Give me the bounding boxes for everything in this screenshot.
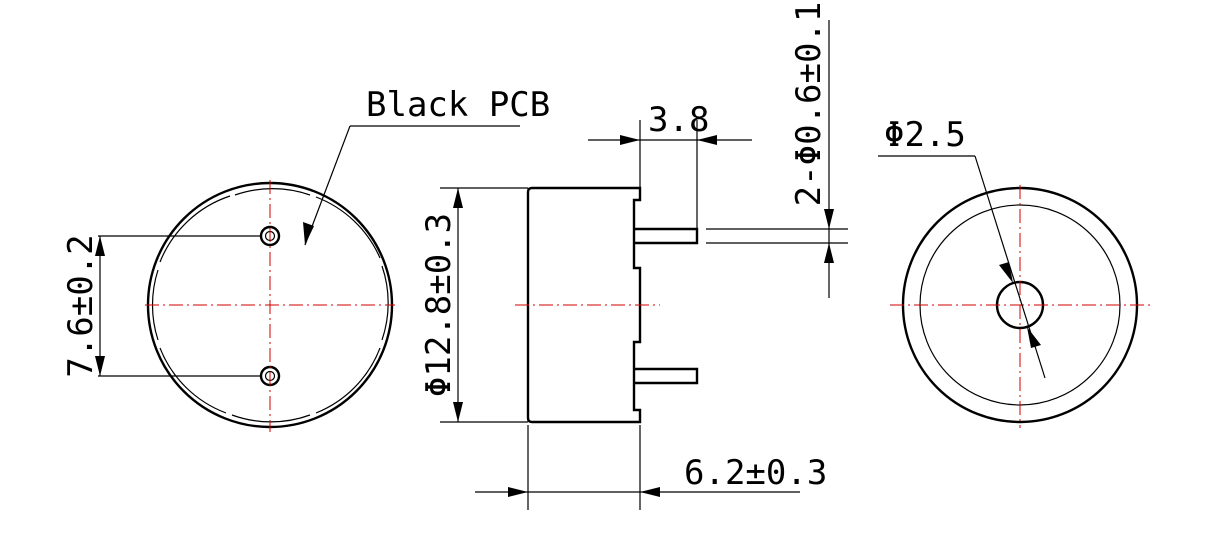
arrow-up-icon: [95, 236, 105, 256]
side-view: Φ12.8±0.3 6.2±0.3 3.8 2-Φ0.6±0.1: [419, 2, 848, 510]
arrow-down-icon: [824, 209, 834, 229]
arrow-down-icon: [999, 262, 1013, 283]
side-pin-top: [634, 227, 699, 245]
arrow-leader-icon: [303, 222, 314, 245]
pin-top-outer: [259, 225, 281, 247]
body-diameter-label: Φ12.8±0.3: [419, 213, 459, 397]
pin-diameter-label: 2-Φ0.6±0.1: [789, 2, 829, 207]
black-pcb-leader: [304, 125, 351, 246]
arrow-left-icon: [640, 487, 660, 497]
arrow-down-icon: [95, 356, 105, 376]
top-view: Φ2.5: [878, 115, 1150, 428]
pin-spacing-label: 7.6±0.2: [61, 234, 101, 377]
arrow-up-icon: [824, 243, 834, 263]
arrow-left-icon: [697, 135, 717, 145]
black-pcb-label: Black PCB: [366, 85, 550, 125]
pin-length-label: 3.8: [648, 100, 709, 140]
sound-hole-label: Φ2.5: [884, 115, 966, 155]
arrow-down-icon: [453, 402, 463, 422]
arrow-up-icon: [1027, 327, 1041, 348]
side-pin-bottom: [634, 367, 699, 385]
bottom-view: 7.6±0.2 Black PCB: [61, 85, 550, 432]
arrow-right-icon: [620, 135, 640, 145]
arrow-right-icon: [508, 487, 528, 497]
bottom-view-inner-ring: [151, 188, 389, 423]
arrow-up-icon: [453, 188, 463, 208]
body-height-label: 6.2±0.3: [684, 453, 827, 493]
side-view-body-outline: [526, 186, 642, 424]
